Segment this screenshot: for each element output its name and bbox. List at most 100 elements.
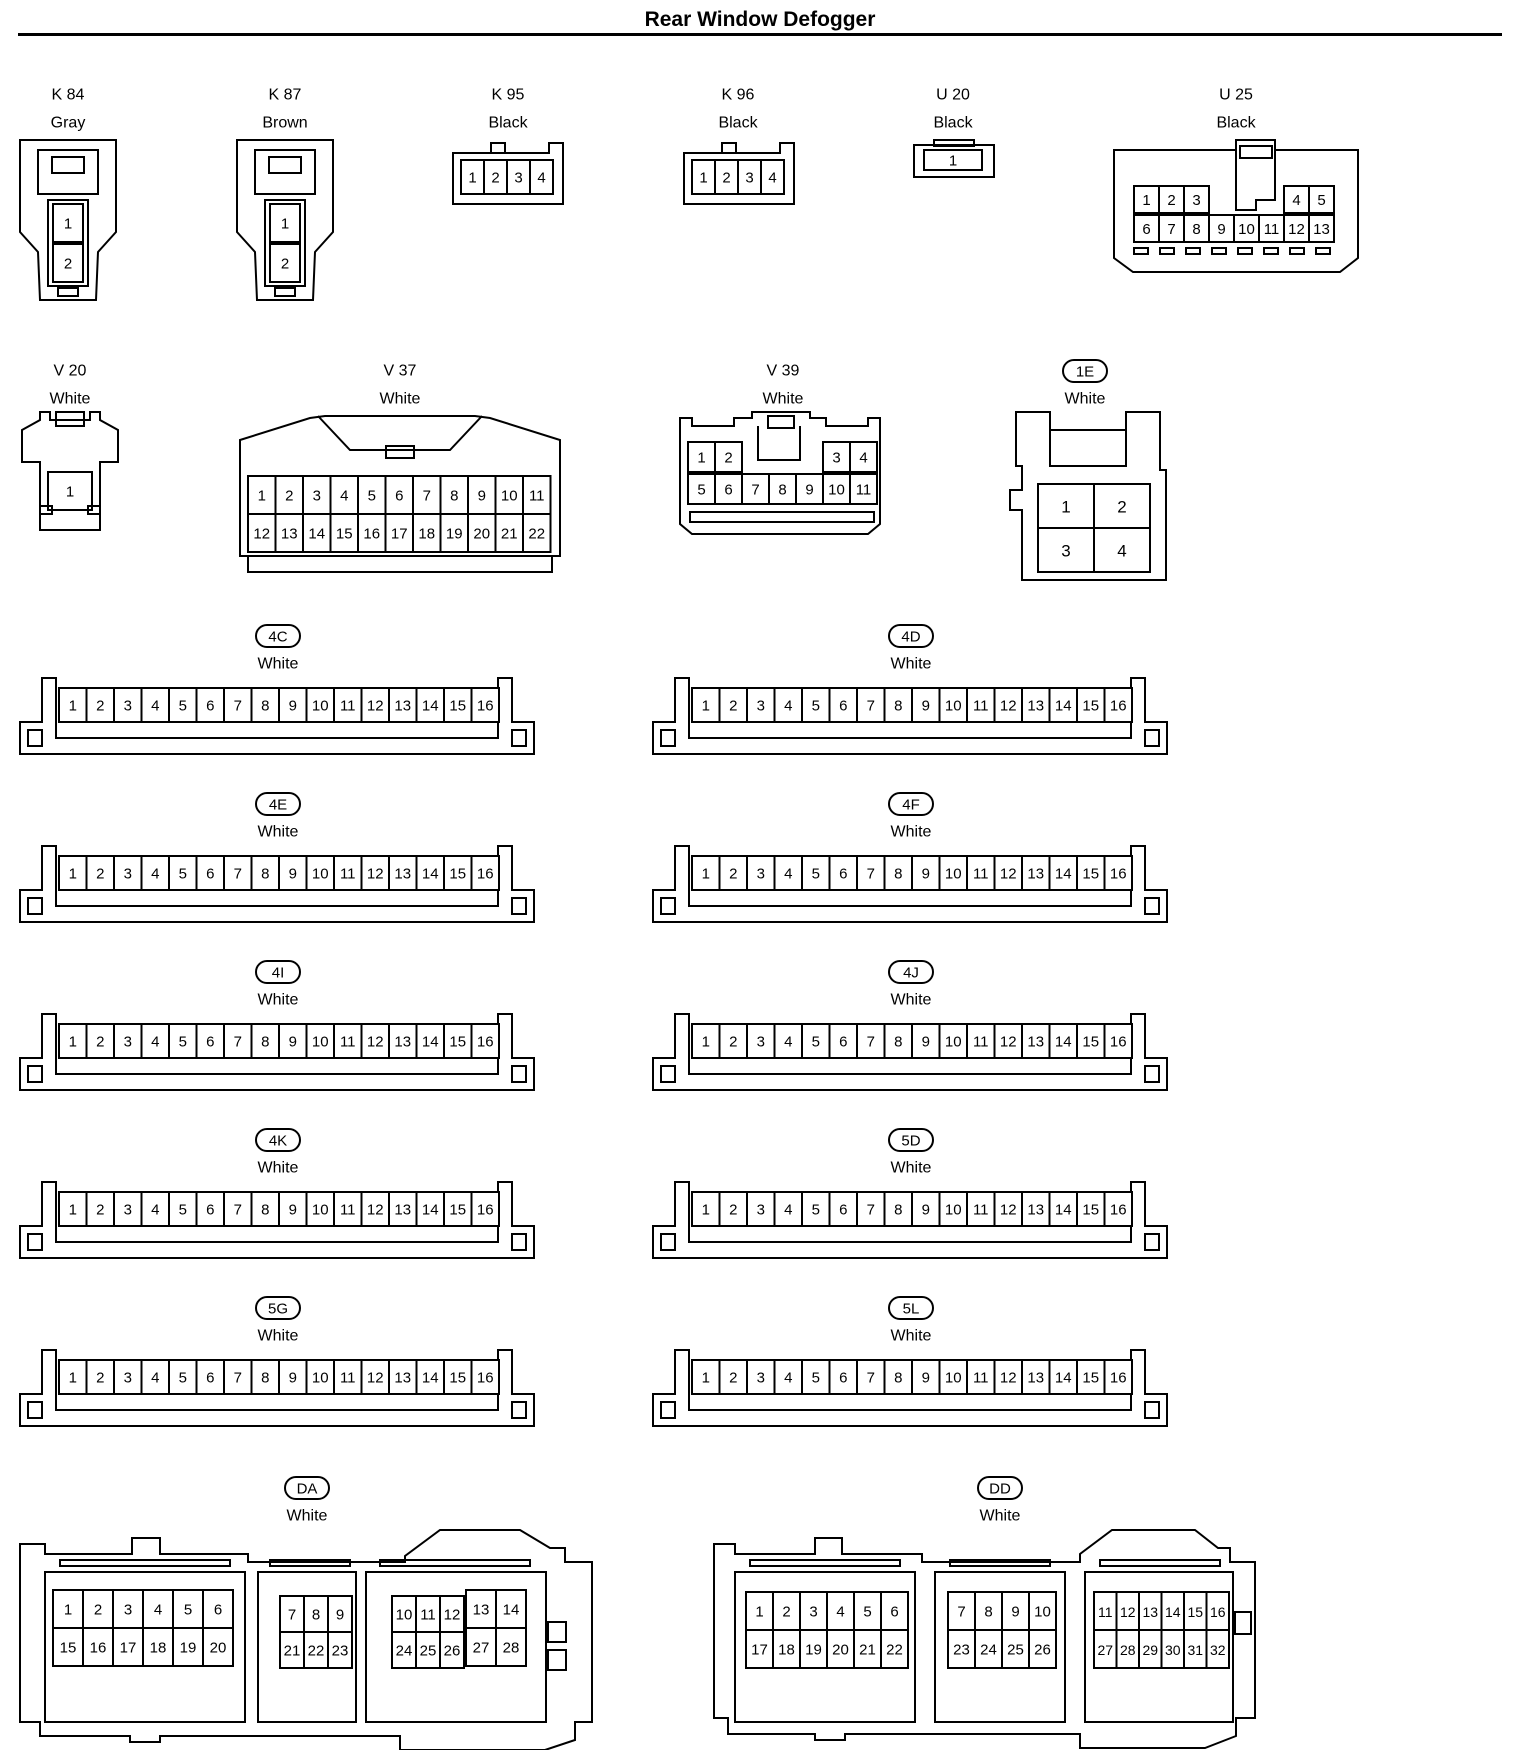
pin-cell — [360, 1023, 390, 1059]
connector-code: DD — [989, 1481, 1011, 1498]
pin-number: 14 — [503, 1602, 520, 1619]
pin-cell — [388, 1023, 418, 1059]
pin-number: 7 — [957, 1604, 965, 1621]
pin-cell — [1021, 687, 1051, 723]
pin-number: 6 — [724, 482, 732, 499]
pin-cell — [760, 159, 785, 195]
connector-code-badge — [255, 960, 301, 984]
latch — [1239, 145, 1273, 159]
pin-number: 7 — [867, 1370, 875, 1387]
connector-code-badge — [284, 1476, 330, 1500]
pin-number: 9 — [1217, 221, 1225, 238]
pin-cell — [415, 1631, 441, 1669]
pin-number: 13 — [281, 526, 298, 543]
pin-cell — [911, 855, 941, 891]
pin-number: 10 — [312, 866, 329, 883]
pin-number: 16 — [1110, 698, 1127, 715]
pin-number: 7 — [1167, 221, 1175, 238]
pin-number: 3 — [757, 1034, 765, 1051]
pin-number: 30 — [1165, 1642, 1181, 1658]
connector-code: K 96 — [722, 87, 755, 104]
pin-cell — [773, 1191, 803, 1227]
pin-number: 11 — [1098, 1604, 1113, 1620]
key-slot — [660, 1401, 676, 1419]
pin-cell — [1076, 687, 1106, 723]
pin-number: 5 — [697, 482, 705, 499]
pin-number: 26 — [1034, 1642, 1051, 1659]
pin-cell — [357, 513, 387, 553]
pin-number: 2 — [782, 1604, 790, 1621]
housing-outline — [317, 415, 483, 451]
pin-number: 11 — [340, 1202, 356, 1219]
pin-number: 2 — [722, 170, 730, 187]
pin-number: 4 — [1292, 192, 1300, 209]
pin-number: 6 — [839, 1202, 847, 1219]
housing-outline — [236, 139, 334, 301]
pin-number: 5 — [179, 1370, 187, 1387]
pin-number: 16 — [477, 1202, 494, 1219]
pin-number: 15 — [1187, 1604, 1203, 1620]
pin-number: 1 — [64, 1602, 72, 1619]
pin-number: 7 — [234, 1034, 242, 1051]
pin-cell — [1308, 185, 1335, 214]
pin-number: 3 — [757, 698, 765, 715]
pin-number: 13 — [394, 1370, 411, 1387]
pin-cell — [691, 1191, 721, 1227]
pin-number: 2 — [491, 170, 499, 187]
pin-number: 1 — [281, 216, 289, 233]
pin-number: 9 — [805, 482, 813, 499]
housing-outline — [1235, 140, 1276, 211]
pin-number: 5 — [863, 1604, 871, 1621]
pin-number: 28 — [503, 1640, 520, 1657]
connector-code: V 39 — [767, 363, 800, 380]
pin-number: 18 — [150, 1640, 167, 1657]
key-slot — [274, 287, 296, 297]
pin-number: 11 — [529, 488, 545, 505]
pin-number: 9 — [289, 866, 297, 883]
pin-number: 15 — [1082, 1034, 1099, 1051]
housing-outline — [1009, 411, 1167, 581]
pin-number: 4 — [768, 170, 776, 187]
pin-cell — [773, 687, 803, 723]
pin-number: 9 — [922, 698, 930, 715]
pin-number: 5 — [812, 1034, 820, 1051]
pin-cell — [828, 1191, 858, 1227]
pin-cell — [911, 687, 941, 723]
rail — [269, 1559, 351, 1567]
module-frame — [1084, 1571, 1234, 1723]
pin-number: 13 — [1027, 1370, 1044, 1387]
pin-cell — [278, 1023, 308, 1059]
pin-frame — [47, 199, 89, 287]
pin-number: 11 — [340, 866, 356, 883]
pin-cell — [772, 1629, 801, 1669]
pin-number: 11 — [973, 1370, 989, 1387]
connector-color: Black — [718, 115, 758, 132]
pin-number: 1 — [258, 488, 266, 505]
pin-number: 1 — [702, 1034, 710, 1051]
pin-number: 1 — [702, 866, 710, 883]
pin-number: 13 — [1027, 1202, 1044, 1219]
pin-number: 2 — [96, 1202, 104, 1219]
pin-number: 2 — [729, 866, 737, 883]
key-slot — [1315, 247, 1331, 255]
pin-number: 1 — [468, 170, 476, 187]
pin-cell — [1037, 483, 1095, 529]
pin-number: 6 — [395, 488, 403, 505]
pin-cell — [1076, 855, 1106, 891]
pin-number: 32 — [1210, 1642, 1226, 1658]
pin-number: 15 — [1082, 1370, 1099, 1387]
pin-number: 19 — [446, 526, 463, 543]
key-slot — [57, 287, 79, 297]
pin-number: 14 — [1055, 1034, 1072, 1051]
pin-number: 2 — [729, 1202, 737, 1219]
pin-number: 14 — [1055, 1370, 1072, 1387]
pin-number: 9 — [922, 1370, 930, 1387]
pin-cell — [250, 1359, 280, 1395]
pin-number: 15 — [449, 1370, 466, 1387]
